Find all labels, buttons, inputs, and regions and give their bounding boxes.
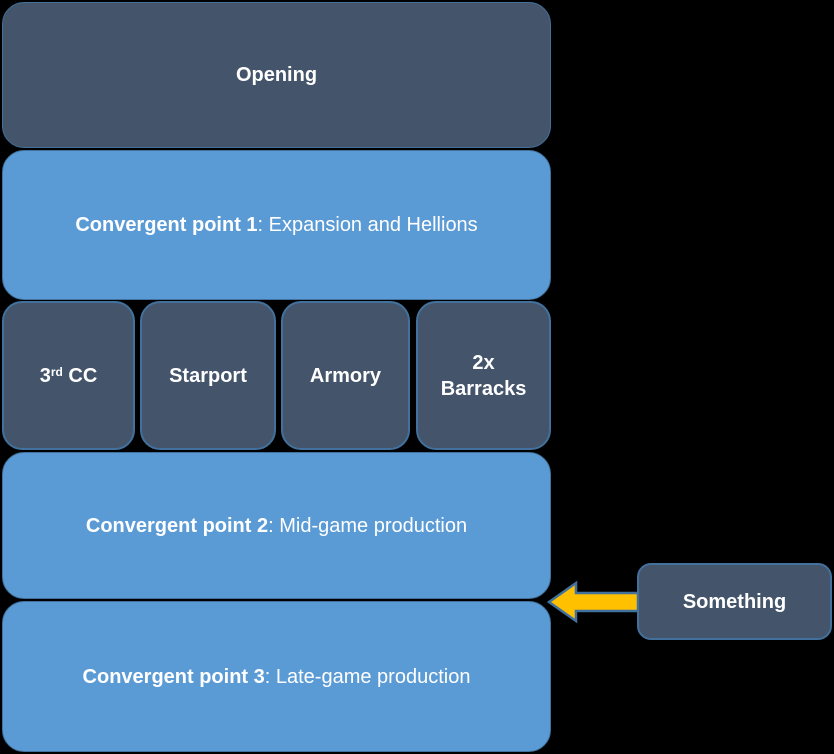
flow-box-convergent-point-2[interactable]: Convergent point 2: Mid-game production	[2, 452, 551, 599]
starport-label: Starport	[169, 364, 247, 387]
2x-barracks-label: 2x Barracks	[440, 351, 527, 400]
flow-box-third-cc[interactable]: 3rd CC	[2, 301, 135, 450]
third-cc-number: 3	[39, 364, 51, 387]
convergent-point-2-description: : Mid-game production	[268, 514, 468, 537]
flow-box-something[interactable]: Something	[637, 563, 832, 640]
something-label: Something	[682, 590, 787, 613]
convergent-point-2-title: Convergent point 2	[85, 514, 269, 537]
third-cc-text: CC	[62, 364, 98, 387]
convergent-point-1-title: Convergent point 1	[75, 214, 258, 236]
third-cc-label: 3rd CC	[40, 363, 98, 389]
flow-box-opening[interactable]: Opening	[2, 2, 551, 148]
convergent-point-3-title: Convergent point 3	[82, 665, 265, 688]
third-cc-ordinal-suffix: rd	[50, 364, 63, 379]
armory-label: Armory	[309, 364, 382, 387]
left-arrow-icon[interactable]	[546, 578, 640, 626]
opening-label: Opening	[235, 64, 318, 86]
convergent-point-3-label: Convergent point 3: Late-game production	[83, 664, 471, 690]
convergent-point-3-description: : Late-game production	[264, 665, 471, 688]
flow-box-convergent-point-1[interactable]: Convergent point 1: Expansion and Hellio…	[2, 150, 551, 300]
flow-box-armory[interactable]: Armory	[281, 301, 410, 450]
flow-box-2x-barracks[interactable]: 2x Barracks	[416, 301, 551, 450]
flow-box-starport[interactable]: Starport	[140, 301, 276, 450]
flow-box-convergent-point-3[interactable]: Convergent point 3: Late-game production	[2, 601, 551, 752]
convergent-point-2-label: Convergent point 2: Mid-game production	[86, 513, 467, 539]
convergent-point-1-label: Convergent point 1: Expansion and Hellio…	[75, 212, 477, 238]
convergent-point-1-description: : Expansion and Hellions	[257, 214, 478, 236]
